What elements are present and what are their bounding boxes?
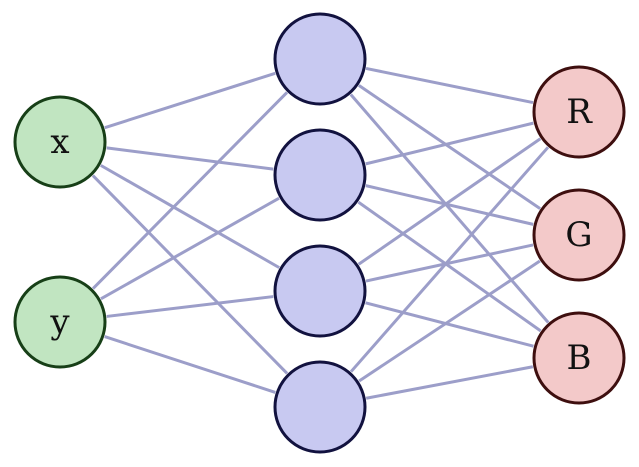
output-node-circle xyxy=(532,65,626,159)
connection-edge xyxy=(358,259,541,383)
connection-edge xyxy=(357,137,542,266)
hidden-node-1 xyxy=(273,12,367,106)
output-node-r: R xyxy=(532,65,626,159)
connection-edge xyxy=(100,164,280,269)
connection-edge xyxy=(365,121,534,166)
connection-edge xyxy=(365,365,534,400)
connection-edge xyxy=(365,301,534,348)
connection-edge xyxy=(91,91,289,290)
output-node-b: B xyxy=(532,311,626,405)
hidden-node-3 xyxy=(273,244,367,338)
input-layer: x y xyxy=(13,95,107,369)
connection-edge xyxy=(104,335,276,394)
connection-edge xyxy=(358,84,541,210)
connection-edge xyxy=(357,200,542,333)
output-node-circle xyxy=(532,188,626,282)
connections xyxy=(91,66,550,400)
connection-edge xyxy=(100,196,280,301)
connection-edge xyxy=(104,71,276,130)
connection-edge xyxy=(106,146,274,171)
output-layer: R G B xyxy=(532,65,626,405)
input-node-x: x xyxy=(13,95,107,189)
output-node-circle xyxy=(532,311,626,405)
connection-edge xyxy=(365,184,534,226)
output-node-label: G xyxy=(565,215,592,255)
connection-edge xyxy=(106,295,274,318)
connection-edge xyxy=(91,174,289,375)
hidden-layer xyxy=(273,12,367,454)
input-node-y: y xyxy=(13,275,107,369)
connection-edge xyxy=(349,93,550,324)
connection-edge xyxy=(365,66,534,105)
input-node-circle xyxy=(13,95,107,189)
input-node-label: x xyxy=(50,122,69,162)
output-node-label: B xyxy=(567,338,592,378)
connection-edge xyxy=(365,243,534,283)
output-node-label: R xyxy=(566,92,593,132)
hidden-node-2 xyxy=(273,128,367,222)
input-node-circle xyxy=(13,275,107,369)
input-node-label: y xyxy=(49,302,70,342)
connection-edge xyxy=(349,146,550,373)
output-node-g: G xyxy=(532,188,626,282)
hidden-node-4 xyxy=(273,360,367,454)
